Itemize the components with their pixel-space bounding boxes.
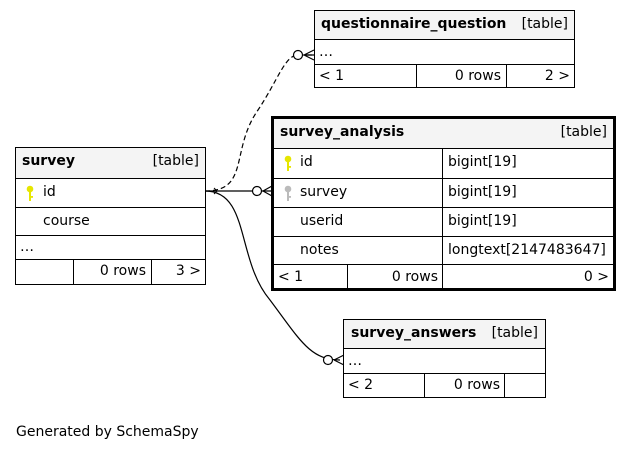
crowfoot-questionnaire-question [292,49,315,61]
column-row-course[interactable]: course [16,208,205,236]
column-type: bigint[19] [448,213,517,229]
edge-survey-questionnaire-question [204,54,312,192]
table-footer: < 1 0 rows 2 > [315,65,574,87]
table-header: survey_answers [table] [344,320,545,349]
parents-count: < 1 [278,269,304,285]
table-survey-answers[interactable]: survey_answers [table] … < 2 0 rows [343,319,546,398]
table-questionnaire-question[interactable]: questionnaire_question [table] … < 1 0 r… [314,10,575,88]
row-count: 0 rows [391,269,438,285]
column-name: userid [300,213,344,229]
column-row-userid[interactable]: userid bigint[19] [274,208,613,237]
crowfoot-survey-analysis [251,185,273,197]
children-count: 2 > [544,68,570,84]
table-name: survey_analysis [280,124,405,140]
table-header: survey [table] [16,148,205,179]
column-type: bigint[19] [448,184,517,200]
row-count: 0 rows [453,377,500,393]
table-header: survey_analysis [table] [274,119,613,149]
column-type: bigint[19] [448,154,517,170]
ellipsis: … [348,353,362,369]
generated-by-footer: Generated by SchemaSpy [16,424,199,440]
column-name: course [43,213,90,229]
table-name: questionnaire_question [321,16,507,32]
table-footer: 0 rows 3 > [16,260,205,284]
table-survey[interactable]: survey [table] id course … 0 rows 3 > [15,147,206,285]
column-row-survey[interactable]: survey bigint[19] [274,179,613,208]
table-kind: [table] [521,16,568,32]
column-row-id[interactable]: id [16,179,205,208]
children-count: 3 > [175,263,201,279]
ellipsis-row: … [16,236,205,260]
table-name: survey [22,153,75,169]
row-count: 0 rows [454,68,501,84]
table-footer: < 1 0 rows 0 > [274,265,613,288]
foreign-key-icon [284,185,292,201]
primary-key-icon [26,185,34,201]
column-name: notes [300,242,339,258]
column-row-id[interactable]: id bigint[19] [274,149,613,179]
ellipsis: … [319,44,333,60]
edge-origin-mark [213,187,218,195]
table-header: questionnaire_question [table] [315,11,574,40]
children-count: 0 > [583,269,609,285]
table-kind: [table] [152,153,199,169]
column-type: longtext[2147483647] [448,242,606,258]
table-kind: [table] [491,325,538,341]
ellipsis: … [20,239,34,255]
parents-count: < 1 [319,68,345,84]
table-survey-analysis[interactable]: survey_analysis [table] id bigint[19] su… [271,116,616,291]
column-name: survey [300,184,348,200]
ellipsis-row: … [315,40,574,65]
column-name: id [43,184,56,200]
table-name: survey_answers [351,325,477,341]
edge-survey-survey-answers [204,190,341,361]
parents-count: < 2 [348,377,374,393]
table-kind: [table] [560,124,607,140]
table-footer: < 2 0 rows [344,374,545,397]
column-row-notes[interactable]: notes longtext[2147483647] [274,237,613,265]
column-name: id [300,154,313,170]
crowfoot-survey-answers [322,354,345,366]
ellipsis-row: … [344,349,545,374]
primary-key-icon [284,155,292,171]
row-count: 0 rows [99,263,146,279]
